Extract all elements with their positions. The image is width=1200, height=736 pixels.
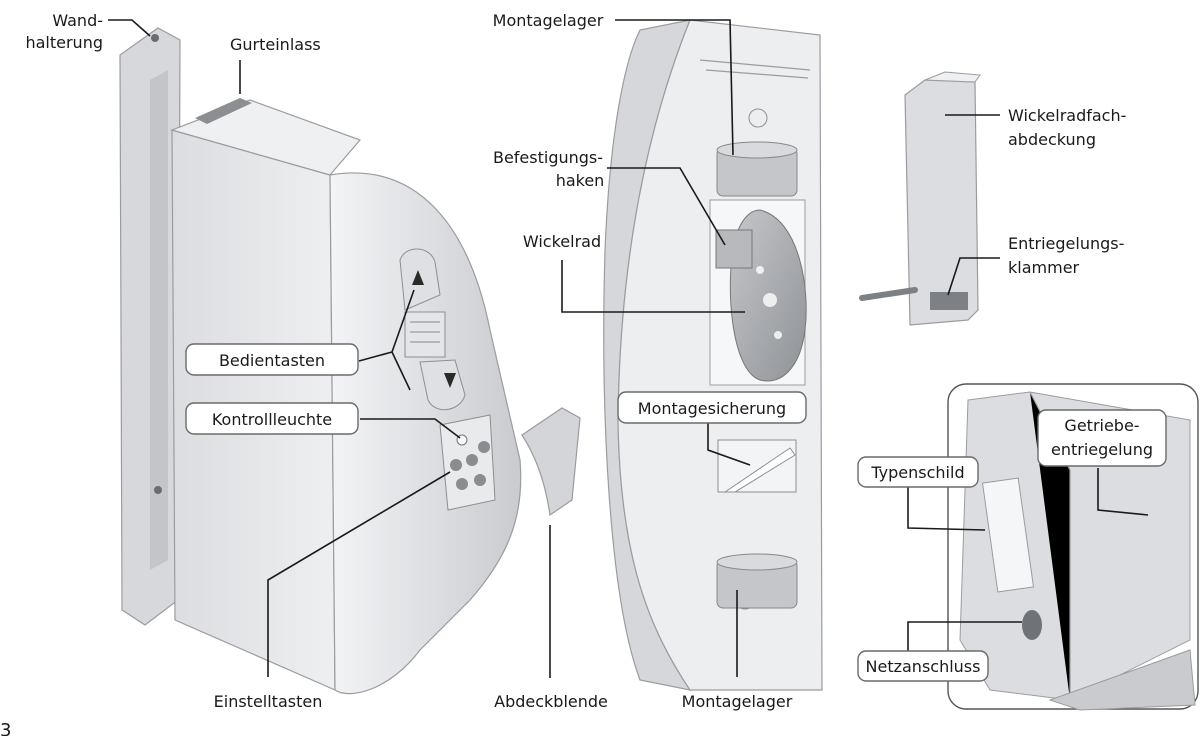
down-arrow-icon: [444, 373, 456, 388]
entriegelungsklammer-part: [930, 292, 968, 310]
wickelradfach-cover: [859, 71, 981, 326]
label-entriegelung-line1: Entriegelungs-: [1008, 234, 1124, 253]
label-entriegelung-line2: klammer: [1008, 258, 1080, 277]
label-montagelager-bottom: Montagelager: [682, 692, 793, 711]
label-einstelltasten: Einstelltasten: [214, 692, 323, 711]
label-befestigungshaken-line1: Befestigungs-: [493, 148, 603, 167]
label-wickelradfach-line1: Wickelradfach-: [1008, 106, 1126, 125]
setting-key-2: [466, 454, 478, 466]
befestigungshaken-part: [715, 229, 753, 269]
label-wandhalterung-line1: Wand-: [52, 11, 103, 30]
netzanschluss-socket: [1022, 610, 1042, 640]
netzanschluss-box: [857, 650, 989, 682]
detail-inset: [947, 383, 1199, 711]
label-montagelager-top: Montagelager: [493, 11, 604, 30]
kontrollleuchte-box: [185, 402, 359, 435]
label-gurteinlass: Gurteinlass: [230, 35, 321, 54]
left-device: [119, 27, 522, 695]
label-typenschild: Typenschild: [870, 463, 964, 482]
bedientasten-box: [185, 343, 359, 376]
setting-key-3: [478, 441, 490, 453]
middle-device: [603, 19, 823, 691]
label-montagesicherung: Montagesicherung: [638, 399, 786, 418]
montagesicherung-part: [717, 439, 797, 493]
getriebe-box: [1037, 409, 1167, 467]
label-kontrollleuchte: Kontrollleuchte: [212, 410, 332, 429]
button-grip: [404, 311, 446, 358]
down-button-shape: [419, 359, 466, 410]
abdeckblende-part: [521, 407, 581, 517]
figure-number: 3: [0, 720, 11, 736]
label-bedientasten: Bedientasten: [219, 351, 325, 370]
label-wandhalterung-line2: halterung: [25, 33, 103, 52]
typenschild-plate: [981, 477, 1035, 593]
setting-key-1: [450, 459, 462, 471]
label-getriebe-line2: entriegelung: [1051, 440, 1153, 459]
bracket-hole-bottom: [154, 486, 162, 494]
typenschild-box: [857, 456, 979, 488]
montagesicherung-box: [617, 391, 807, 424]
label-wickelrad: Wickelrad: [523, 232, 601, 251]
label-getriebe-line1: Getriebe-: [1064, 416, 1139, 435]
up-arrow-icon: [412, 270, 424, 285]
leader-lines: [108, 19, 1149, 678]
gurteinlass-slot: [195, 98, 252, 124]
label-befestigungshaken-line2: haken: [556, 171, 605, 190]
left-body-side: [329, 172, 522, 695]
label-netzanschluss: Netzanschluss: [866, 657, 981, 676]
setting-key-4: [456, 478, 468, 490]
label-abdeckblende: Abdeckblende: [494, 692, 608, 711]
bracket-hole-top: [151, 34, 159, 42]
label-wickelradfach-line2: abdeckung: [1008, 130, 1096, 149]
setting-key-5: [474, 474, 486, 486]
